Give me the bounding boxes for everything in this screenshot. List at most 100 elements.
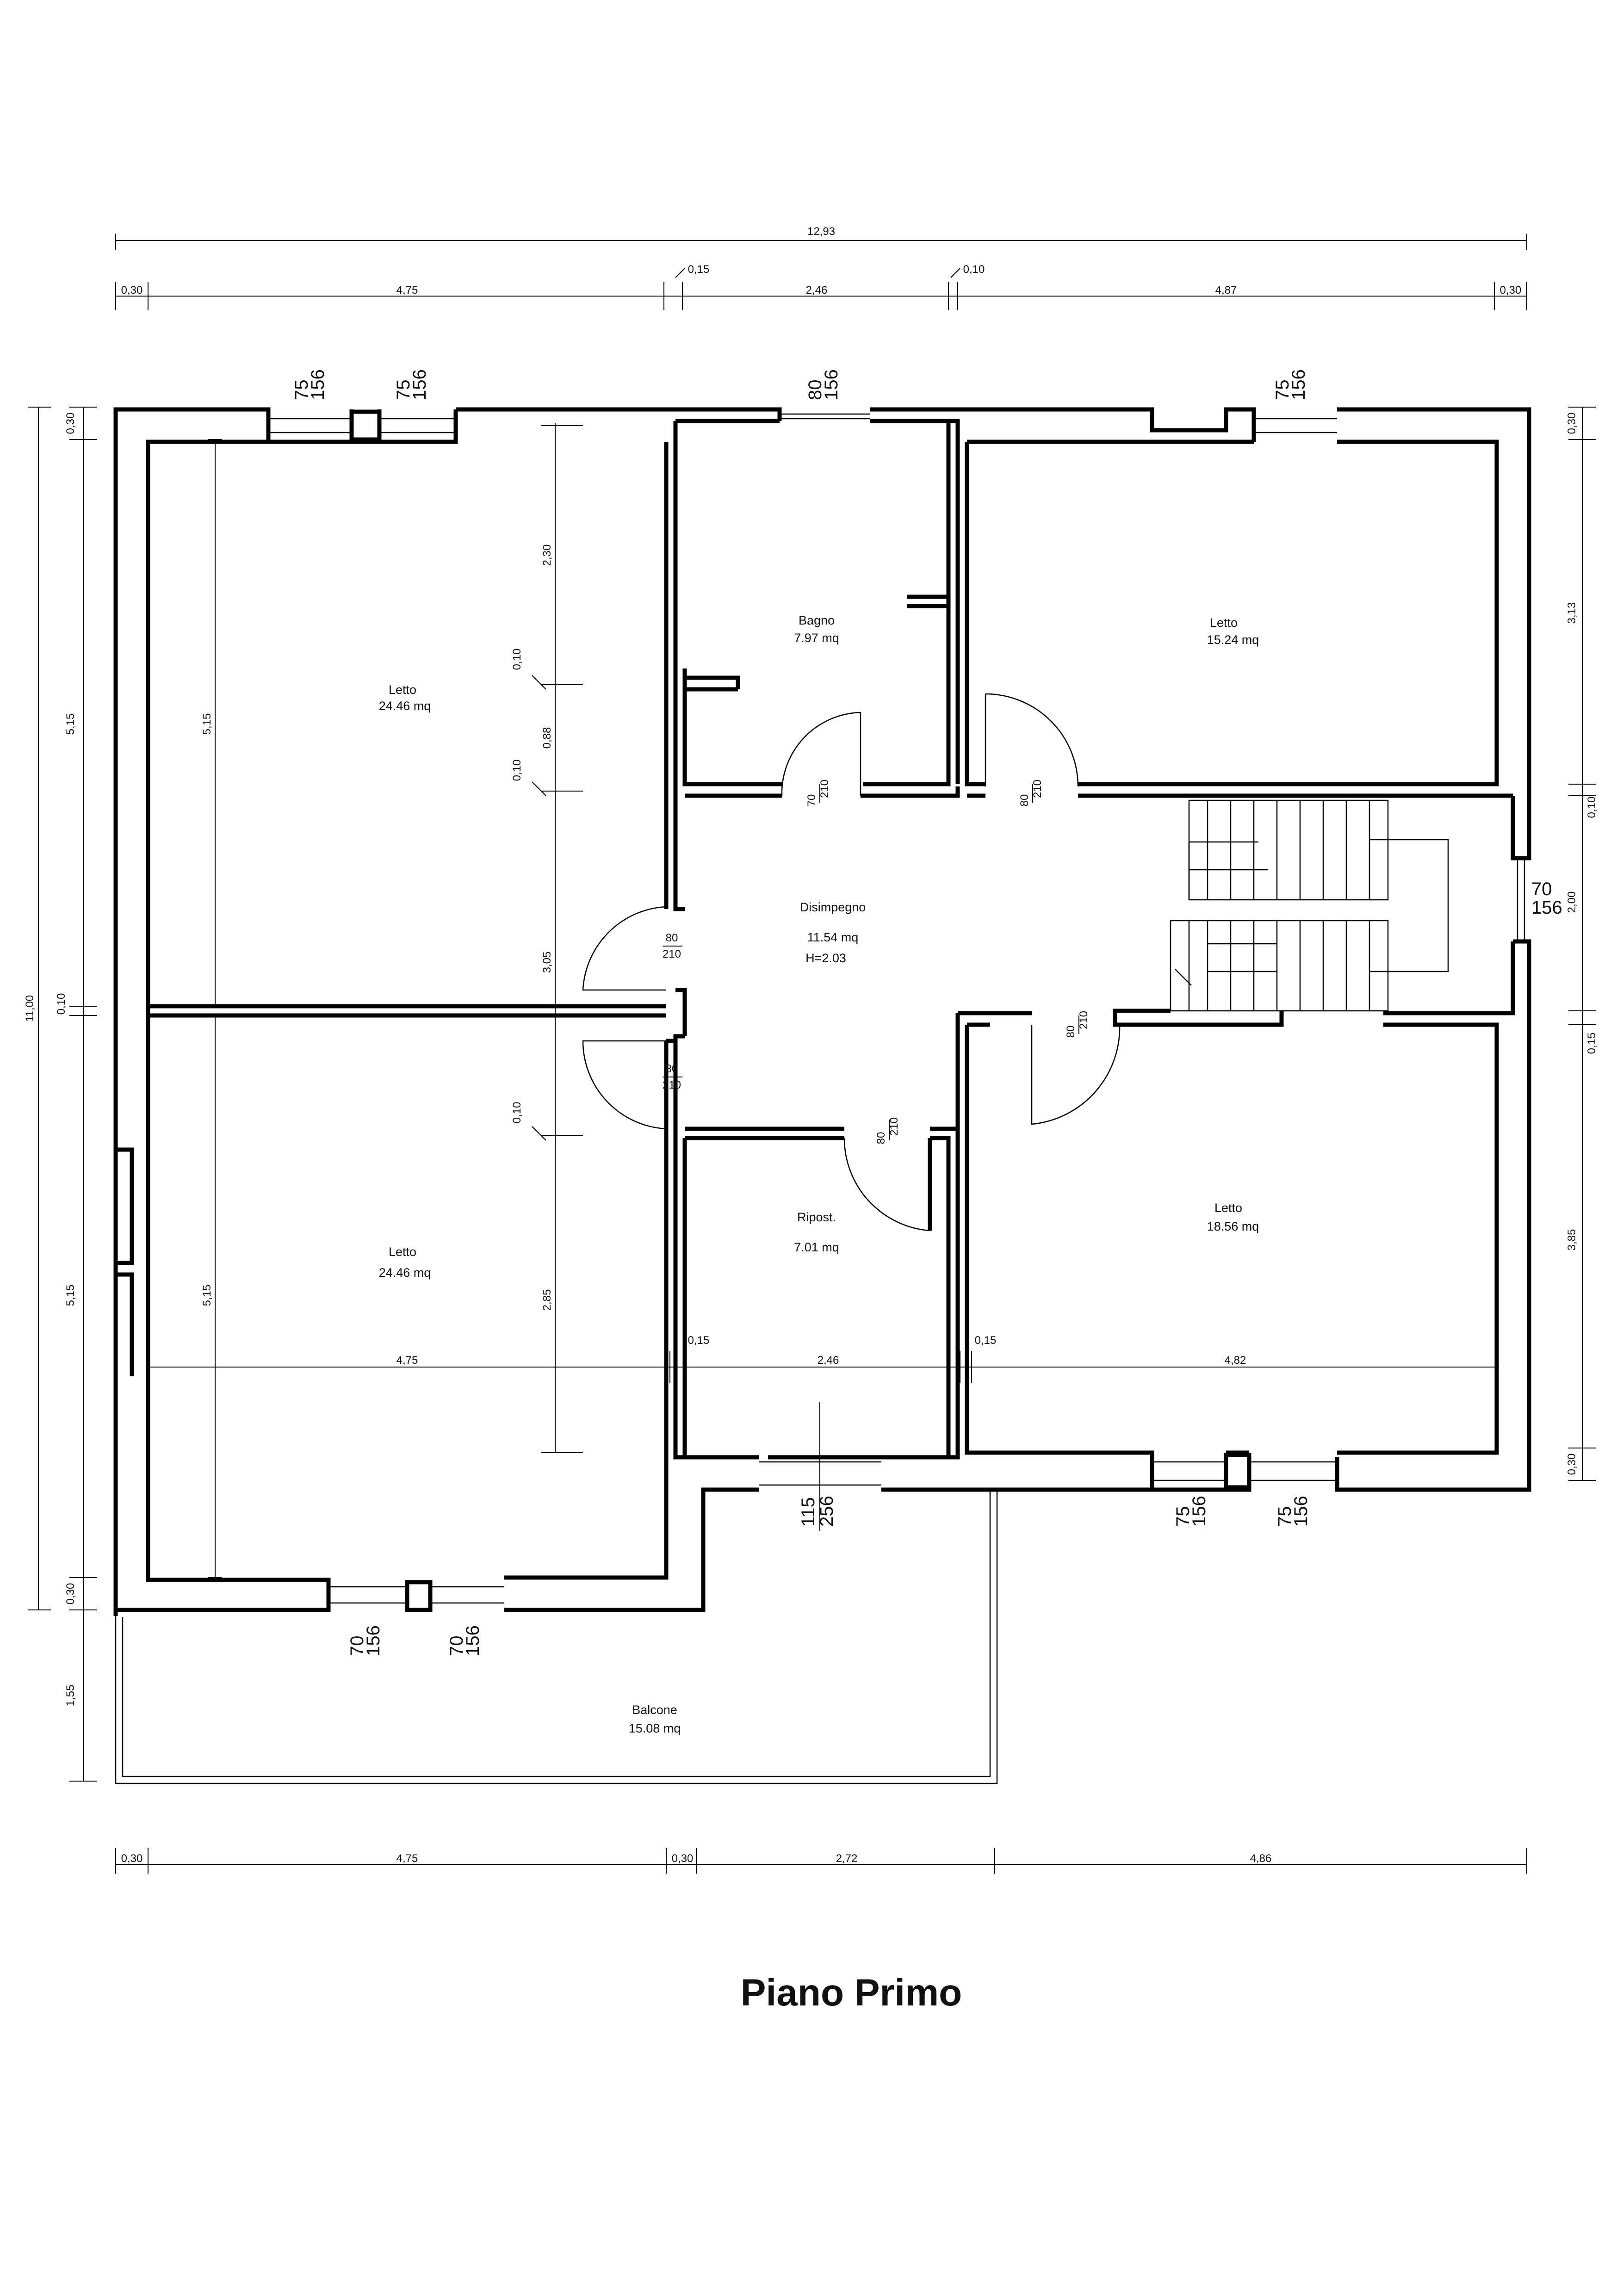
room-name: Letto [389, 1245, 416, 1259]
walls [113, 407, 1531, 1616]
staircase [1170, 799, 1449, 1012]
door-height: 210 [888, 1117, 900, 1136]
window-width: 75 [393, 380, 414, 401]
door-width: 80 [1065, 1026, 1077, 1038]
dim-top: 0,10 [963, 263, 985, 276]
dim-bottom: 0,30 [121, 1852, 143, 1865]
room-name: Disimpegno [800, 900, 866, 914]
room-area: 24.46 mq [379, 699, 431, 713]
dim-inner: 5,15 [201, 1285, 213, 1306]
room-name: Ripost. [797, 1210, 836, 1224]
dim-inner: 0,10 [511, 649, 523, 670]
dim-right: 2,00 [1566, 891, 1578, 913]
dim-top: 2,46 [806, 284, 828, 297]
dim-bottom: 4,75 [396, 1852, 418, 1865]
window-width: 75 [1173, 1506, 1193, 1527]
dim-top: 0,30 [1500, 284, 1522, 297]
window-height: 156 [308, 369, 328, 400]
dim-bottom: 4,86 [1250, 1852, 1272, 1865]
dim-overall-top: 12,93 [807, 225, 835, 238]
dim-inner: 0,88 [541, 727, 553, 749]
door-height: 210 [1078, 1011, 1090, 1029]
dim-inner: 5,15 [201, 713, 213, 735]
dim-bottom: 2,72 [836, 1852, 858, 1865]
dim-inner: 0,10 [511, 760, 523, 781]
window-width: 75 [291, 380, 312, 401]
window-width: 80 [805, 380, 825, 401]
window-height: 156 [1288, 369, 1309, 400]
dim-inner: 0,10 [511, 1102, 523, 1124]
room-area: 11.54 mq [807, 930, 859, 944]
door-height: 210 [663, 1079, 681, 1091]
room-labels: Letto 24.46 mq Bagno 7.97 mq Letto 15.24… [379, 613, 1259, 1735]
dim-right: 0,10 [1586, 797, 1598, 818]
room-name: Letto [1214, 1201, 1242, 1215]
dim-inner: 0,15 [975, 1334, 997, 1347]
dim-inner: 4,75 [396, 1354, 418, 1367]
window-height: 156 [1189, 1496, 1209, 1527]
door-width: 80 [666, 1063, 678, 1075]
windows [268, 409, 1525, 1612]
room-name: Bagno [799, 613, 835, 627]
dim-top: 0,30 [121, 284, 143, 297]
door-height: 210 [818, 780, 831, 798]
dim-inner: 2,85 [541, 1289, 553, 1311]
dim-left: 5,15 [64, 1285, 77, 1306]
dim-right: 0,30 [1566, 1454, 1578, 1475]
door-width: 70 [805, 794, 818, 807]
window-height: 256 [817, 1496, 837, 1527]
room-area: 18.56 mq [1207, 1219, 1259, 1233]
window-width: 75 [1272, 380, 1293, 401]
dim-inner: 4,82 [1225, 1354, 1246, 1367]
window-width: 70 [347, 1636, 367, 1657]
dim-top: 4,75 [396, 284, 418, 297]
window-height: 156 [363, 1625, 384, 1656]
dim-inner: 2,46 [818, 1354, 839, 1367]
room-name: Letto [1210, 616, 1238, 630]
door-width: 80 [875, 1132, 887, 1145]
window-height: 156 [1291, 1496, 1311, 1527]
room-height: H=2.03 [805, 951, 846, 965]
room-area: 24.46 mq [379, 1266, 431, 1280]
room-area: 7.01 mq [794, 1240, 839, 1254]
dim-left: 0,10 [55, 993, 68, 1015]
dim-left-total: 11,00 [24, 995, 36, 1022]
page-title: Piano Primo [741, 1972, 962, 2014]
dim-left: 0,30 [64, 413, 77, 434]
dimension-labels: 12,93 0,30 4,75 0,15 2,46 0,10 4,87 0,30… [24, 225, 1598, 1865]
window-width: 70 [446, 1636, 467, 1657]
dim-bottom: 0,30 [672, 1852, 694, 1865]
dim-left: 0,30 [64, 1583, 77, 1605]
room-area: 15.08 mq [629, 1721, 681, 1735]
window-height: 156 [821, 369, 842, 400]
dim-right: 0,30 [1566, 413, 1578, 434]
dimension-lines [28, 234, 1596, 1874]
room-name: Balcone [632, 1703, 677, 1717]
window-width: 115 [798, 1497, 818, 1527]
door-width: 80 [666, 932, 678, 944]
room-area: 15.24 mq [1207, 633, 1259, 647]
room-name: Letto [389, 683, 416, 697]
door-width: 80 [1018, 794, 1031, 807]
doors [582, 693, 1121, 1232]
dim-right: 3,13 [1566, 602, 1578, 624]
door-height: 210 [1031, 780, 1044, 798]
dim-left: 5,15 [64, 713, 77, 735]
balcony [115, 1490, 998, 1784]
dim-right: 3,85 [1566, 1229, 1578, 1251]
dim-right: 0,15 [1586, 1033, 1598, 1054]
door-height: 210 [663, 948, 681, 960]
window-height: 156 [409, 369, 430, 400]
room-area: 7.97 mq [794, 631, 839, 645]
dim-left: 1,55 [64, 1685, 77, 1707]
window-height: 156 [463, 1625, 483, 1656]
dim-top: 4,87 [1215, 284, 1237, 297]
dim-inner: 2,30 [541, 545, 553, 566]
window-width: 75 [1275, 1506, 1295, 1527]
door-labels: 70 210 80 210 80 210 80 210 80 210 80 21… [663, 780, 1090, 1144]
dim-top: 0,15 [688, 263, 710, 276]
window-width: 70 [1531, 879, 1552, 899]
dim-inner: 0,15 [688, 1334, 710, 1347]
window-labels: 75 156 75 156 80 156 75 156 70 156 115 2… [291, 369, 1562, 1656]
